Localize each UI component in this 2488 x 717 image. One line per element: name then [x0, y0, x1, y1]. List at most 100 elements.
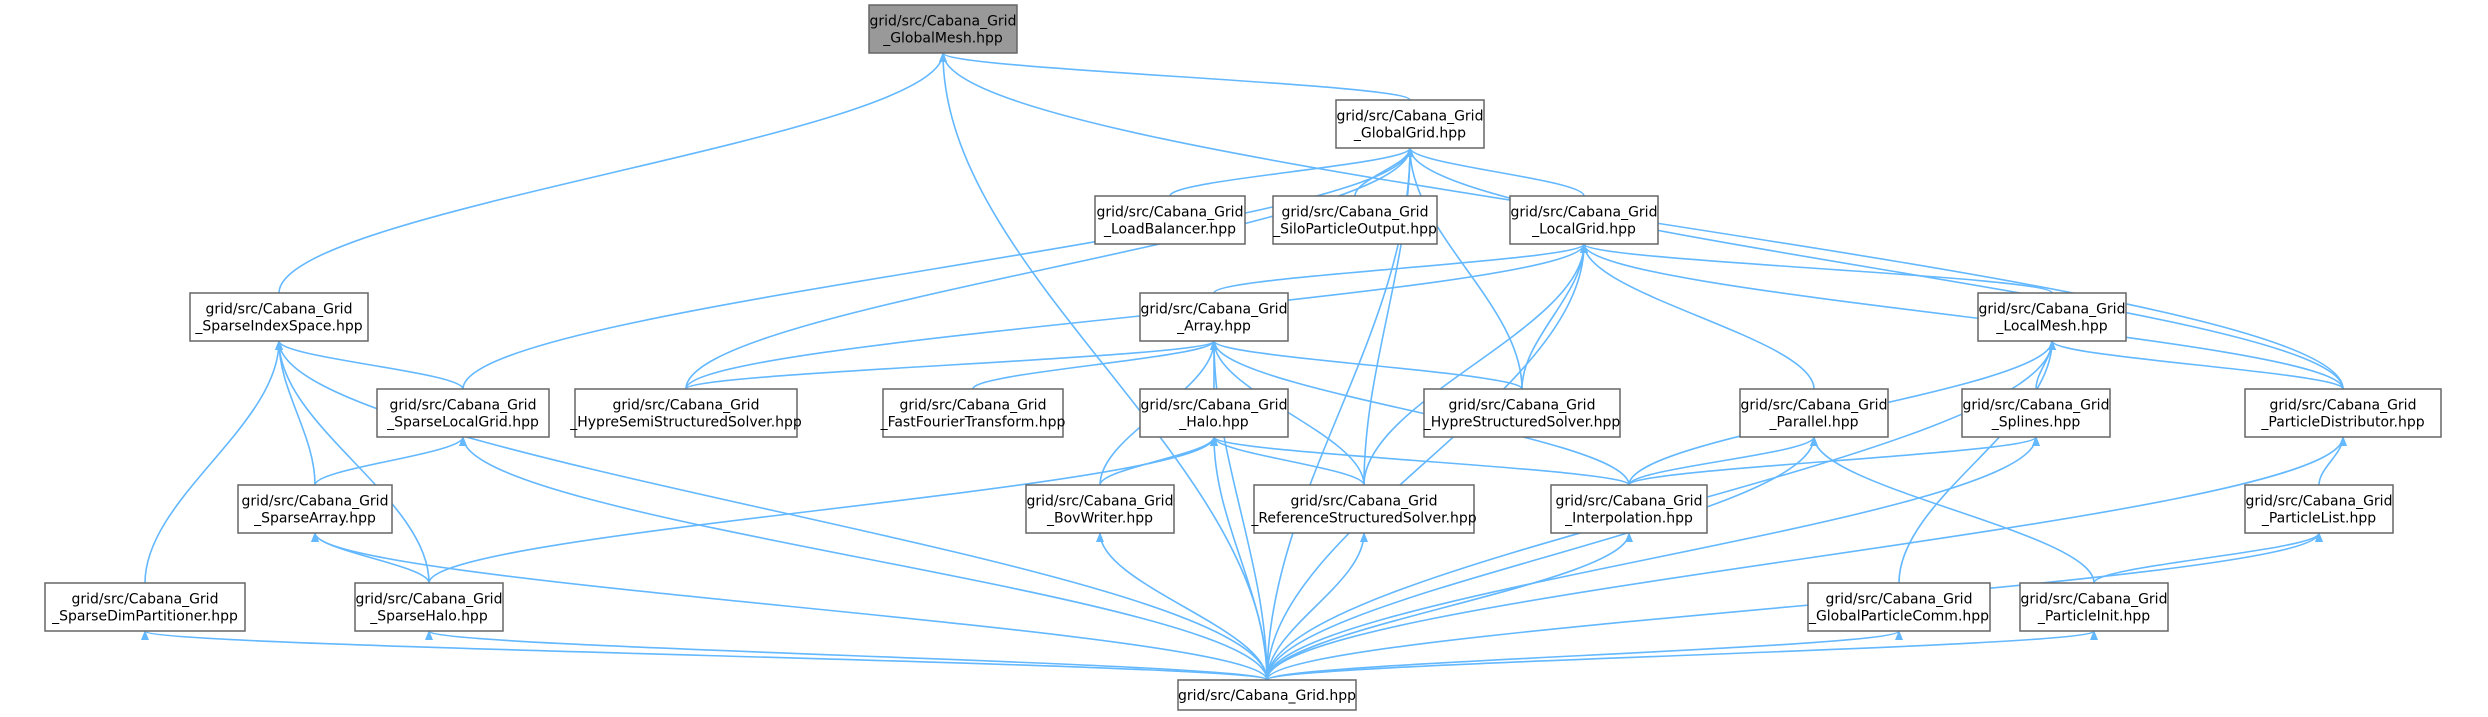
edge-globalparticlecomm-to-localmesh	[1898, 340, 2056, 584]
node-localgrid-label-1: _LocalGrid.hpp	[1531, 222, 1636, 238]
node-globalgrid-label-0: grid/src/Cabana_Grid	[1337, 109, 1484, 125]
node-hypresemistructuredsolver[interactable]: grid/src/Cabana_Grid_HypreSemiStructured…	[569, 388, 802, 438]
node-sparsehalo-label-1: _SparseHalo.hpp	[369, 609, 488, 625]
node-particledistributor-label-0: grid/src/Cabana_Grid	[2270, 398, 2417, 414]
node-hypresemistructuredsolver-label-0: grid/src/Cabana_Grid	[613, 398, 760, 414]
node-interpolation-box	[1550, 484, 1708, 534]
node-loadbalancer[interactable]: grid/src/Cabana_Grid_LoadBalancer.hpp	[1094, 195, 1246, 245]
edge-cabanagrid-to-sparsedimpartitioner	[141, 630, 1268, 681]
node-hypresemistructuredsolver-label-1: _HypreSemiStructuredSolver.hpp	[569, 415, 802, 431]
node-referencestructuredsolver-box	[1253, 484, 1475, 534]
node-localgrid-box	[1509, 195, 1659, 245]
node-array[interactable]: grid/src/Cabana_Grid_Array.hpp	[1139, 292, 1289, 342]
node-sparselocalgrid[interactable]: grid/src/Cabana_Grid_SparseLocalGrid.hpp	[376, 388, 550, 438]
node-parallel-label-0: grid/src/Cabana_Grid	[1741, 398, 1888, 414]
edge-localmesh-to-localgrid	[1580, 243, 2053, 294]
node-loadbalancer-label-1: _LoadBalancer.hpp	[1103, 222, 1236, 238]
node-sparsedimpartitioner-label-1: _SparseDimPartitioner.hpp	[51, 609, 238, 625]
edge-particledistributor-to-globalgrid	[1406, 147, 2344, 390]
node-globalparticlecomm-box	[1807, 582, 1991, 632]
node-cabanagrid-label-0: grid/src/Cabana_Grid.hpp	[1178, 688, 1356, 704]
node-splines[interactable]: grid/src/Cabana_Grid_Splines.hpp	[1961, 388, 2111, 438]
node-siloparticleoutput[interactable]: grid/src/Cabana_Grid_SiloParticleOutput.…	[1272, 195, 1438, 245]
node-sparsedimpartitioner-label-0: grid/src/Cabana_Grid	[72, 592, 219, 608]
edge-hyprestructuredsolver-to-array	[1210, 340, 1523, 390]
node-localgrid-label-0: grid/src/Cabana_Grid	[1511, 205, 1658, 221]
node-globalgrid[interactable]: grid/src/Cabana_Grid_GlobalGrid.hpp	[1335, 99, 1485, 149]
edge-interpolation-to-parallel	[1628, 436, 1818, 486]
edge-cabanagrid-to-referencestructuredsolver	[1266, 532, 1368, 681]
edge-sparsehalo-to-halo	[428, 436, 1218, 584]
edge-sparsearray-to-sparselocalgrid	[314, 436, 467, 486]
node-sparsearray[interactable]: grid/src/Cabana_Grid_SparseArray.hpp	[237, 484, 393, 534]
node-array-box	[1139, 292, 1289, 342]
edge-sparsedimpartitioner-to-sparseindexspace	[144, 340, 283, 584]
node-localgrid[interactable]: grid/src/Cabana_Grid_LocalGrid.hpp	[1509, 195, 1659, 245]
node-sparsehalo-box	[354, 582, 504, 632]
node-globalparticlecomm-label-1: _GlobalParticleComm.hpp	[1808, 609, 1989, 625]
node-splines-label-1: _Splines.hpp	[1991, 415, 2081, 431]
node-bovwriter-box	[1025, 484, 1175, 534]
edge-cabanagrid-to-sparseindexspace	[275, 340, 1268, 681]
node-sparseindexspace[interactable]: grid/src/Cabana_Grid_SparseIndexSpace.hp…	[189, 292, 369, 342]
node-siloparticleoutput-label-1: _SiloParticleOutput.hpp	[1272, 222, 1437, 238]
node-particleinit-label-0: grid/src/Cabana_Grid	[2021, 592, 2168, 608]
node-globalmesh-box	[868, 4, 1018, 54]
node-hyprestructuredsolver[interactable]: grid/src/Cabana_Grid_HypreStructuredSolv…	[1423, 388, 1621, 438]
node-referencestructuredsolver-label-1: _ReferenceStructuredSolver.hpp	[1250, 511, 1476, 527]
node-sparselocalgrid-label-0: grid/src/Cabana_Grid	[390, 398, 537, 414]
node-hyprestructuredsolver-box	[1423, 388, 1621, 438]
edge-particleinit-to-particlelist	[2093, 532, 2323, 584]
node-particlelist-label-1: _ParticleList.hpp	[2261, 511, 2376, 527]
node-cabanagrid[interactable]: grid/src/Cabana_Grid.hpp	[1177, 679, 1357, 711]
node-siloparticleoutput-label-0: grid/src/Cabana_Grid	[1282, 205, 1429, 221]
node-particleinit-label-1: _ParticleInit.hpp	[2037, 609, 2150, 625]
node-fastfouriertransform-label-1: _FastFourierTransform.hpp	[880, 415, 1066, 431]
node-particlelist[interactable]: grid/src/Cabana_Grid_ParticleList.hpp	[2244, 484, 2394, 534]
edge-cabanagrid-to-interpolation	[1266, 532, 1633, 681]
node-globalparticlecomm-label-0: grid/src/Cabana_Grid	[1826, 592, 1973, 608]
node-halo-label-1: _Halo.hpp	[1178, 415, 1249, 431]
edge-cabanagrid-to-sparselocalgrid	[459, 436, 1268, 681]
edge-sparselocalgrid-to-sparseindexspace	[275, 340, 464, 390]
node-halo[interactable]: grid/src/Cabana_Grid_Halo.hpp	[1139, 388, 1289, 438]
edge-cabanagrid-to-array	[1210, 340, 1268, 681]
node-array-label-1: _Array.hpp	[1176, 319, 1251, 335]
node-globalmesh[interactable]: grid/src/Cabana_Grid_GlobalMesh.hpp	[868, 4, 1018, 54]
edge-hypresemistructuredsolver-to-localgrid	[685, 243, 1588, 390]
edge-loadbalancer-to-globalgrid	[1169, 147, 1414, 197]
node-referencestructuredsolver[interactable]: grid/src/Cabana_Grid_ReferenceStructured…	[1250, 484, 1477, 534]
node-particledistributor[interactable]: grid/src/Cabana_Grid_ParticleDistributor…	[2244, 388, 2442, 438]
node-globalgrid-label-1: _GlobalGrid.hpp	[1353, 126, 1466, 142]
node-particledistributor-box	[2244, 388, 2442, 438]
edge-localgrid-to-globalgrid	[1406, 147, 1585, 197]
node-interpolation-label-1: _Interpolation.hpp	[1564, 511, 1693, 527]
edge-cabanagrid-to-bovwriter	[1096, 532, 1268, 681]
node-particleinit[interactable]: grid/src/Cabana_Grid_ParticleInit.hpp	[2019, 582, 2169, 632]
edge-cabanagrid-to-splines	[1266, 436, 2040, 681]
node-parallel[interactable]: grid/src/Cabana_Grid_Parallel.hpp	[1739, 388, 1889, 438]
node-localmesh[interactable]: grid/src/Cabana_Grid_LocalMesh.hpp	[1977, 292, 2127, 342]
node-particlelist-label-0: grid/src/Cabana_Grid	[2246, 494, 2393, 510]
node-parallel-box	[1739, 388, 1889, 438]
node-fastfouriertransform[interactable]: grid/src/Cabana_Grid_FastFourierTransfor…	[880, 388, 1066, 438]
node-localmesh-label-0: grid/src/Cabana_Grid	[1979, 302, 2126, 318]
node-interpolation[interactable]: grid/src/Cabana_Grid_Interpolation.hpp	[1550, 484, 1708, 534]
node-globalparticlecomm[interactable]: grid/src/Cabana_Grid_GlobalParticleComm.…	[1807, 582, 1991, 632]
edge-hyprestructuredsolver-to-globalgrid	[1406, 147, 1523, 390]
node-bovwriter[interactable]: grid/src/Cabana_Grid_BovWriter.hpp	[1025, 484, 1175, 534]
node-sparseindexspace-label-1: _SparseIndexSpace.hpp	[194, 319, 362, 335]
edge-particleinit-to-parallel	[1810, 436, 2095, 584]
edge-referencestructuredsolver-to-array	[1210, 340, 1365, 486]
node-sparsehalo[interactable]: grid/src/Cabana_Grid_SparseHalo.hpp	[354, 582, 504, 632]
node-loadbalancer-box	[1094, 195, 1246, 245]
edge-cabanagrid-to-particleinit	[1266, 630, 2098, 681]
node-parallel-label-1: _Parallel.hpp	[1768, 415, 1858, 431]
edge-particlelist-to-particledistributor	[2318, 436, 2347, 486]
node-sparseindexspace-label-0: grid/src/Cabana_Grid	[206, 302, 353, 318]
node-fastfouriertransform-label-0: grid/src/Cabana_Grid	[900, 398, 1047, 414]
node-sparsedimpartitioner[interactable]: grid/src/Cabana_Grid_SparseDimPartitione…	[44, 582, 246, 632]
node-bovwriter-label-0: grid/src/Cabana_Grid	[1027, 494, 1174, 510]
node-fastfouriertransform-box	[882, 388, 1064, 438]
node-halo-label-0: grid/src/Cabana_Grid	[1141, 398, 1288, 414]
